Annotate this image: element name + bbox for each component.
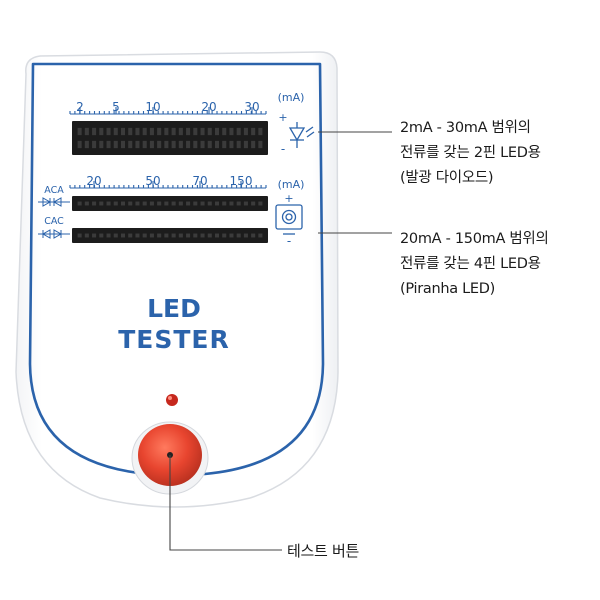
callout-2pin-line1: 2mA - 30mA 범위의 [400,120,531,136]
polarity-plus-top: + [278,111,287,124]
callout-2pin-line2: 전류를 갖는 2핀 LED용 [400,145,541,161]
device-body [15,51,339,508]
polarity-minus-mid: - [287,234,291,248]
title-tester: TESTER [118,325,230,354]
title-led: LED [147,294,201,323]
callout-test-button: 테스트 버튼 [287,539,359,564]
bottom-scale-ruler [69,181,267,189]
leader-lines [169,131,392,551]
row-labels: ACA CAC [38,185,70,239]
indicator-led [166,394,178,406]
callout-4pin: 20mA - 150mA 범위의 전류를 갖는 4핀 LED용 (Piranha… [400,227,549,302]
polarity-plus-mid: + [284,192,293,205]
top-scale-unit: (mA) [278,91,305,104]
cac-label: CAC [44,216,64,227]
aca-diode-pair-icon [38,197,70,207]
polarity-minus-top: - [281,142,285,156]
callout-2pin: 2mA - 30mA 범위의 전류를 갖는 2핀 LED용 (발광 다이오드) [400,116,541,191]
callout-4pin-line3: (Piranha LED) [400,281,495,297]
aca-label: ACA [44,185,64,196]
bottom-scale-unit: (mA) [278,178,305,191]
callout-4pin-line1: 20mA - 150mA 범위의 [400,231,549,247]
socket-4pin-aca [72,196,268,211]
callout-4pin-line2: 전류를 갖는 4핀 LED용 [400,256,541,272]
socket-2pin [72,121,268,155]
piranha-led-icon: + - [275,192,303,248]
top-scale-ruler [69,107,267,115]
diode-led-icon: + - [278,111,315,156]
top-scale: 2 5 10 20 30 (mA) [69,91,305,115]
bottom-scale: 20 50 70 150 (mA) [69,174,305,191]
leader-button [169,455,282,551]
device-title: LED TESTER [118,294,230,354]
cac-diode-pair-icon [38,229,70,239]
callout-2pin-line3: (발광 다이오드) [400,170,494,186]
callout-test-button-label: 테스트 버튼 [287,542,359,560]
socket-4pin-cac [72,228,268,243]
